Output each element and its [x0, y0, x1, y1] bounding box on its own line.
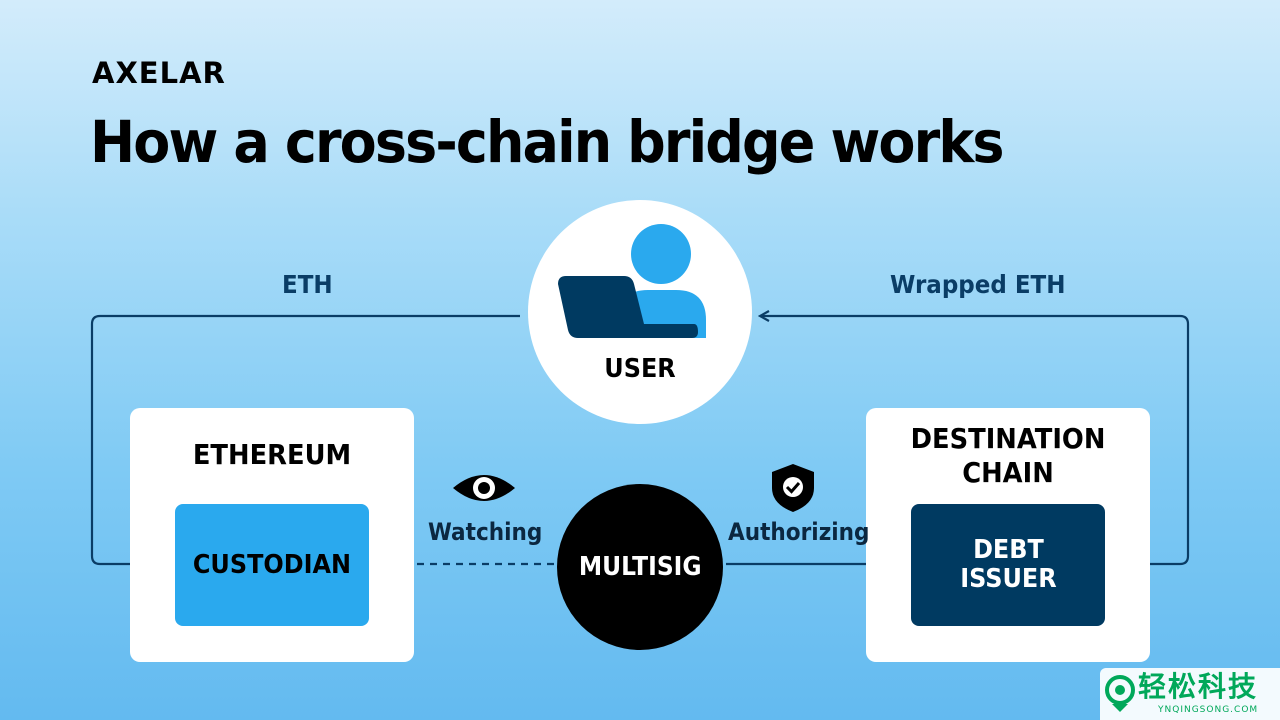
watermark-sub: YNQINGSONG.COM	[1158, 705, 1259, 715]
destination-title-line1: DESTINATION	[910, 422, 1106, 455]
custodian-box: CUSTODIAN	[175, 504, 369, 626]
custodian-label: CUSTODIAN	[192, 549, 352, 580]
wrapped-eth-label: Wrapped ETH	[890, 270, 1066, 299]
watermark-logo-icon	[1105, 675, 1135, 712]
debt-issuer-line1: DEBT	[972, 535, 1044, 565]
ethereum-title: ETHEREUM	[192, 438, 352, 471]
user-node: USER	[528, 200, 752, 424]
watermark: 轻松科技 YNQINGSONG.COM	[1100, 668, 1280, 720]
debt-issuer-line2: ISSUER	[959, 564, 1057, 594]
shield-check-icon	[772, 464, 814, 512]
ethereum-card: ETHEREUM CUSTODIAN	[130, 408, 414, 662]
axelar-logo: AXELAR	[92, 56, 226, 90]
page-title: How a cross-chain bridge works	[90, 108, 1004, 176]
authorizing-label: Authorizing	[728, 518, 870, 546]
eth-flow-line	[90, 314, 520, 564]
user-laptop-icon	[558, 224, 706, 338]
debt-issuer-box: DEBT ISSUER	[911, 504, 1105, 626]
user-label: USER	[604, 354, 676, 384]
multisig-label: MULTISIG	[578, 552, 702, 582]
destination-title-line2: CHAIN	[962, 456, 1054, 489]
watching-label: Watching	[428, 518, 543, 546]
destination-chain-card: DESTINATION CHAIN DEBT ISSUER	[866, 408, 1150, 662]
watermark-text: 轻松科技	[1138, 670, 1259, 703]
multisig-node: MULTISIG	[557, 484, 723, 650]
eye-icon	[453, 475, 515, 501]
eth-label: ETH	[282, 270, 333, 299]
wrapped-eth-flow-line	[760, 316, 1190, 566]
